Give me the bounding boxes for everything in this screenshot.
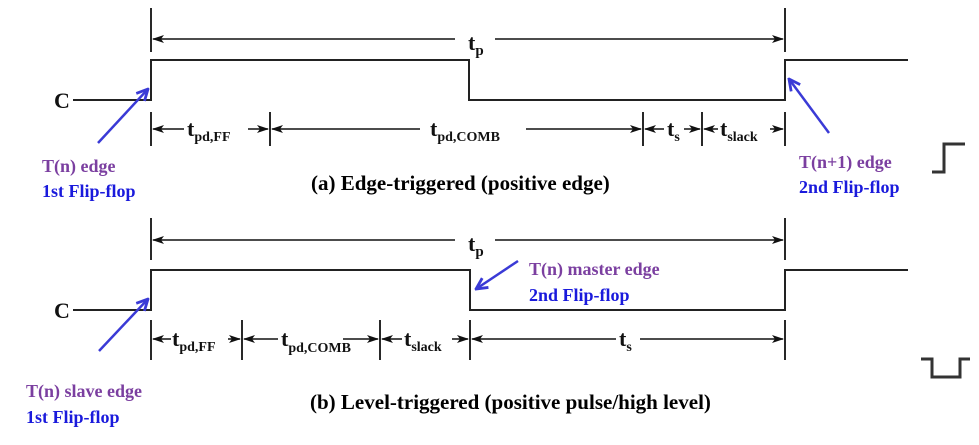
tpdcomb-label: tpd,COMB	[281, 326, 351, 356]
left-flipflop-label: 1st Flip-flop	[42, 181, 136, 201]
tpdcomb-label: tpd,COMB	[430, 116, 500, 145]
period-label: tp	[468, 30, 484, 59]
clock-waveform	[73, 59, 908, 101]
signal-label-c: C	[54, 88, 70, 113]
clock-waveform	[73, 269, 908, 311]
ts-label: ts	[619, 326, 632, 355]
signal-label-c: C	[54, 298, 70, 323]
negative-pulse-icon	[921, 357, 970, 379]
caption-b: (b) Level-triggered (positive pulse/high…	[310, 390, 711, 414]
rising-edge-icon	[932, 142, 965, 174]
tslack-label: tslack	[720, 116, 758, 145]
slave-edge-label: T(n) slave edge	[26, 381, 142, 402]
right-edge-label: T(n+1) edge	[799, 152, 892, 173]
master-edge-label: T(n) master edge	[529, 259, 660, 280]
diagram-b: tp C tpd,FF tpd,COMB tslack ts T(n) slav…	[26, 218, 970, 427]
master-flipflop-label: 2nd Flip-flop	[529, 285, 630, 305]
tpdff-label: tpd,FF	[172, 326, 216, 355]
right-flipflop-label: 2nd Flip-flop	[799, 177, 900, 197]
left-flipflop-label: 1st Flip-flop	[26, 407, 120, 427]
right-edge-pointer-arrow	[789, 79, 831, 134]
diagram-a: tp C tpd,FF tpd,COMB ts tslack T(n) edge…	[42, 8, 965, 201]
slave-edge-pointer-arrow	[98, 299, 148, 352]
ts-label: ts	[667, 116, 680, 145]
tslack-label: tslack	[404, 326, 442, 355]
master-edge-pointer-arrow	[476, 259, 519, 289]
left-edge-pointer-arrow	[97, 89, 148, 144]
tpdff-label: tpd,FF	[187, 116, 231, 145]
period-label: tp	[468, 231, 484, 260]
left-edge-label: T(n) edge	[42, 156, 116, 177]
caption-a: (a) Edge-triggered (positive edge)	[311, 171, 610, 195]
